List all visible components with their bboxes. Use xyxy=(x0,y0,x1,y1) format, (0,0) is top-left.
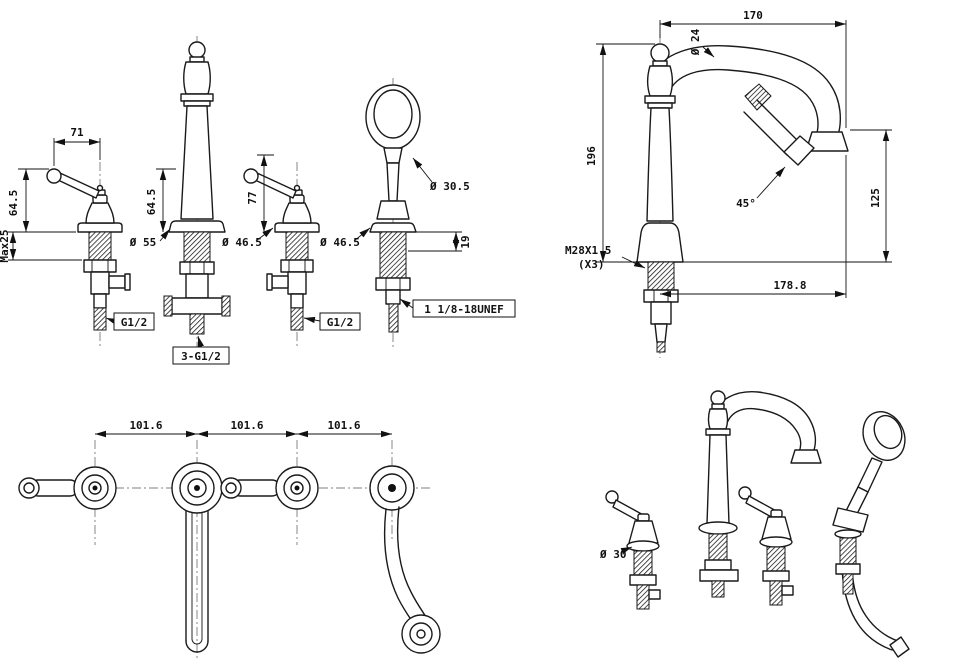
thread-label-m28: M28X1.5 (X3) xyxy=(565,244,646,271)
side-spout-body xyxy=(636,43,849,353)
dim-label-178-8: 178.8 xyxy=(773,279,806,292)
perspective-handle-left xyxy=(605,490,661,610)
dim-label-19: 19 xyxy=(459,235,472,248)
dim-label-dia55: Ø 55 xyxy=(129,236,157,249)
perspective-spout xyxy=(698,390,822,598)
dim-71: 71 xyxy=(53,126,101,166)
front-view: 71 64.5 Max25 64.5 77 Ø 55 xyxy=(0,36,516,365)
front-spout xyxy=(163,41,231,335)
dim-dia46-5-a: Ø 46.5 xyxy=(221,227,274,249)
dim-label-101-6-c: 101.6 xyxy=(327,419,360,432)
thread-label-3-g12: 3-G1/2 xyxy=(172,335,230,365)
dim-178-8: 178.8 xyxy=(660,155,847,298)
dim-64-5-left: 64.5 xyxy=(7,168,76,233)
dim-label-64-5-left: 64.5 xyxy=(7,190,20,217)
perspective-handshower xyxy=(832,411,910,658)
side-view: 170 Ø 24 196 125 45° M28X1.5 (X3) xyxy=(565,9,892,358)
dim-125: 125 xyxy=(726,129,892,263)
dim-45deg: 45° xyxy=(736,166,786,210)
dim-19: 19 xyxy=(408,231,472,252)
dim-170: 170 xyxy=(659,9,847,128)
dim-label-dia46-5-a: Ø 46.5 xyxy=(221,236,262,249)
thread-label-g12-right: G1/2 xyxy=(303,312,361,331)
dim-dia30-5: Ø 30.5 xyxy=(412,157,470,193)
dim-label-196: 196 xyxy=(585,146,598,166)
top-handshower xyxy=(369,465,441,654)
dim-77: 77 xyxy=(246,154,274,232)
dim-label-77: 77 xyxy=(246,191,259,204)
dim-196: 196 xyxy=(585,43,655,263)
dim-label-64-5-mid: 64.5 xyxy=(145,189,158,216)
dim-label-101-6-a: 101.6 xyxy=(129,419,162,432)
thread-label-m28-text: M28X1.5 xyxy=(565,244,611,257)
perspective-view: Ø 30 xyxy=(599,390,910,658)
dim-max25: Max25 xyxy=(0,229,82,263)
perspective-handle-right xyxy=(738,486,794,606)
top-handle-left xyxy=(18,466,117,510)
thread-label-g12-left: G1/2 xyxy=(105,312,155,331)
front-handle-right xyxy=(243,168,320,331)
front-handshower xyxy=(365,84,421,333)
dim-dia46-5-b: Ø 46.5 xyxy=(319,227,371,249)
dim-label-170: 170 xyxy=(743,9,763,22)
dim-label-dia24: Ø 24 xyxy=(689,28,702,56)
thread-label-g12-right-text: G1/2 xyxy=(327,316,354,329)
top-spout xyxy=(171,462,223,653)
dim-dia55: Ø 55 xyxy=(129,228,171,249)
thread-label-3-g12-text: 3-G1/2 xyxy=(181,350,221,363)
dim-label-71: 71 xyxy=(70,126,84,139)
dim-dia30: Ø 30 xyxy=(599,546,633,561)
top-view: 101.6 101.6 101.6 xyxy=(18,419,441,660)
dim-label-45deg: 45° xyxy=(736,197,756,210)
dim-label-101-6-b: 101.6 xyxy=(230,419,263,432)
dim-101-6-c: 101.6 xyxy=(297,419,392,438)
dim-101-6-b: 101.6 xyxy=(197,419,297,438)
dim-label-max25: Max25 xyxy=(0,229,11,262)
dim-101-6-a: 101.6 xyxy=(95,419,197,438)
thread-label-m28-qty-text: (X3) xyxy=(578,258,605,271)
front-handle-left xyxy=(46,168,131,331)
thread-label-g12-left-text: G1/2 xyxy=(121,316,148,329)
dim-64-5-mid: 64.5 xyxy=(145,168,176,232)
thread-label-unef-text: 1 1/8-18UNEF xyxy=(424,303,503,316)
thread-label-unef: 1 1/8-18UNEF xyxy=(399,298,516,318)
dim-label-125: 125 xyxy=(869,188,882,208)
dim-label-dia30-5: Ø 30.5 xyxy=(429,180,470,193)
dim-dia24: Ø 24 xyxy=(689,28,715,58)
dim-label-dia46-5-b: Ø 46.5 xyxy=(319,236,360,249)
dim-label-dia30: Ø 30 xyxy=(599,548,627,561)
top-handle-right xyxy=(220,466,319,510)
